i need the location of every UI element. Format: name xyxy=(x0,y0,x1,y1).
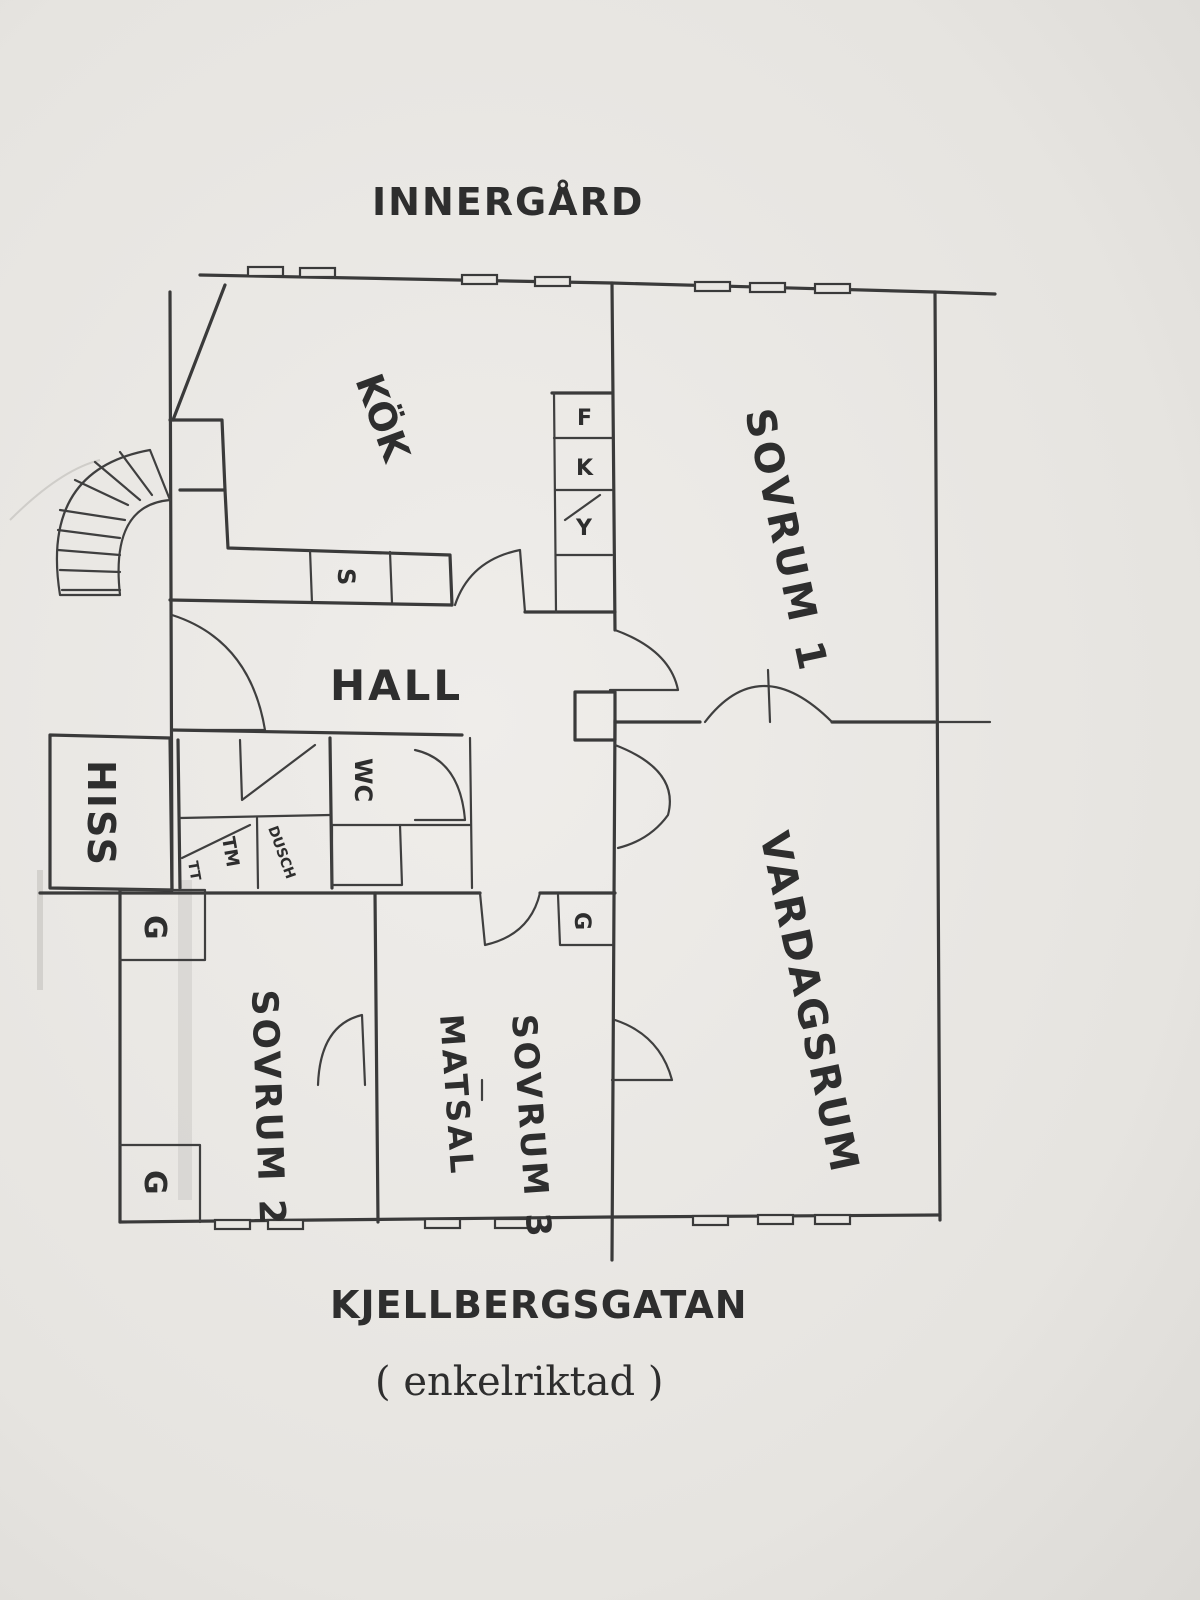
dishwasher-mark xyxy=(563,493,602,522)
label-freezer: K xyxy=(576,456,594,481)
wc-right-wall xyxy=(468,736,474,890)
label-street-note: ( enkelriktad ) xyxy=(375,1359,663,1405)
label-fridge: F xyxy=(577,406,592,431)
label-dusch: DUSCH xyxy=(264,824,298,881)
windows-top xyxy=(246,265,852,295)
door-arc-vardagsrum xyxy=(613,743,671,850)
label-sovrum2: SOVRUM 2 xyxy=(243,989,292,1228)
label-street: KJELLBERGSGATAN xyxy=(330,1283,748,1327)
label-wc: WC xyxy=(349,758,377,802)
label-heater-s2-top: G xyxy=(137,915,172,940)
kitchen-diagonal-wall xyxy=(171,283,227,422)
top-wall-extension xyxy=(933,290,997,296)
bath-door-arc xyxy=(238,738,317,802)
kitchen-counter xyxy=(223,488,454,607)
label-tt: TT xyxy=(184,860,203,882)
spiral-staircase xyxy=(55,448,172,597)
label-heater-hall: G xyxy=(569,912,594,930)
heater-box-hall xyxy=(556,893,614,947)
door-arc-sovrum1 xyxy=(703,684,834,724)
wall-hall-vardagsrum xyxy=(610,718,617,1262)
bath-wall xyxy=(176,738,182,890)
label-innergard: INNERGÅRD xyxy=(372,180,644,224)
wc-hatched-area xyxy=(330,823,404,887)
smudge-line xyxy=(9,459,101,521)
bath-divider xyxy=(178,813,332,820)
heater-box-s2-top xyxy=(118,888,207,962)
entrance-door-arc xyxy=(170,613,267,732)
label-kok: KÖK xyxy=(347,368,419,469)
hall-pillar xyxy=(573,690,617,742)
heater-box-s2-bottom xyxy=(118,1143,202,1224)
kitchen-door-arc xyxy=(453,548,527,614)
door-arc-sovrum1-line xyxy=(766,668,772,724)
wall-sovrum2-sovrum3 xyxy=(373,891,380,1224)
wall-kitchen-hall xyxy=(168,598,454,607)
door-arc-sovrum3 xyxy=(478,891,542,947)
label-vardagsrum: VARDAGSRUM xyxy=(750,828,868,1179)
counter-divider xyxy=(388,550,394,605)
label-hall: HALL xyxy=(330,661,463,710)
label-tm: TM xyxy=(217,835,243,868)
label-matsal: MATSAL xyxy=(432,1013,481,1177)
tm-diagonal xyxy=(180,823,252,860)
wall-hall-bath xyxy=(170,728,464,737)
label-heater-s2-bottom: G xyxy=(137,1170,172,1195)
appliance-column-left xyxy=(552,391,558,614)
door-arc-sovrum1-hall xyxy=(608,628,680,692)
bath-divider xyxy=(255,816,260,890)
door-arc-sovrum2 xyxy=(316,1013,367,1087)
counter-divider xyxy=(308,548,314,605)
label-hiss: HISS xyxy=(79,760,123,867)
right-wall xyxy=(933,290,942,1222)
wall-kitchen-sovrum1 xyxy=(610,281,617,632)
label-sovrum3: SOVRUM 3 xyxy=(503,1013,559,1241)
label-dishwasher: Y xyxy=(575,516,593,541)
label-sovrum1: SOVRUM 1 xyxy=(735,405,836,678)
label-stove: S xyxy=(332,568,360,585)
kitchen-counter-top xyxy=(168,418,227,492)
windows-bottom xyxy=(213,1213,852,1231)
door-arc-vardagsrum-lower xyxy=(610,1018,674,1082)
wc-door-arc xyxy=(413,748,467,822)
